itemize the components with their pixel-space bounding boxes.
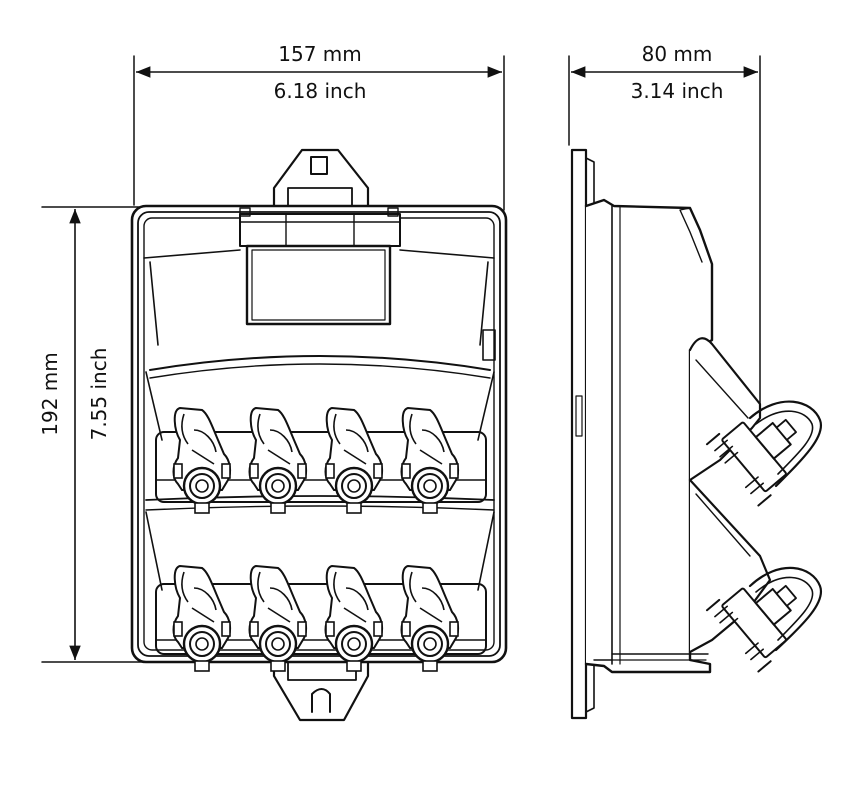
height-metric-label: 192 mm	[38, 352, 62, 436]
side-view	[568, 55, 823, 720]
front-view	[41, 55, 508, 722]
height-imperial-label: 7.55 inch	[87, 347, 111, 441]
depth-imperial-label: 3.14 inch	[630, 79, 724, 103]
depth-metric-label: 80 mm	[641, 42, 713, 66]
width-imperial-label: 6.18 inch	[273, 79, 367, 103]
width-metric-label: 157 mm	[278, 42, 362, 66]
